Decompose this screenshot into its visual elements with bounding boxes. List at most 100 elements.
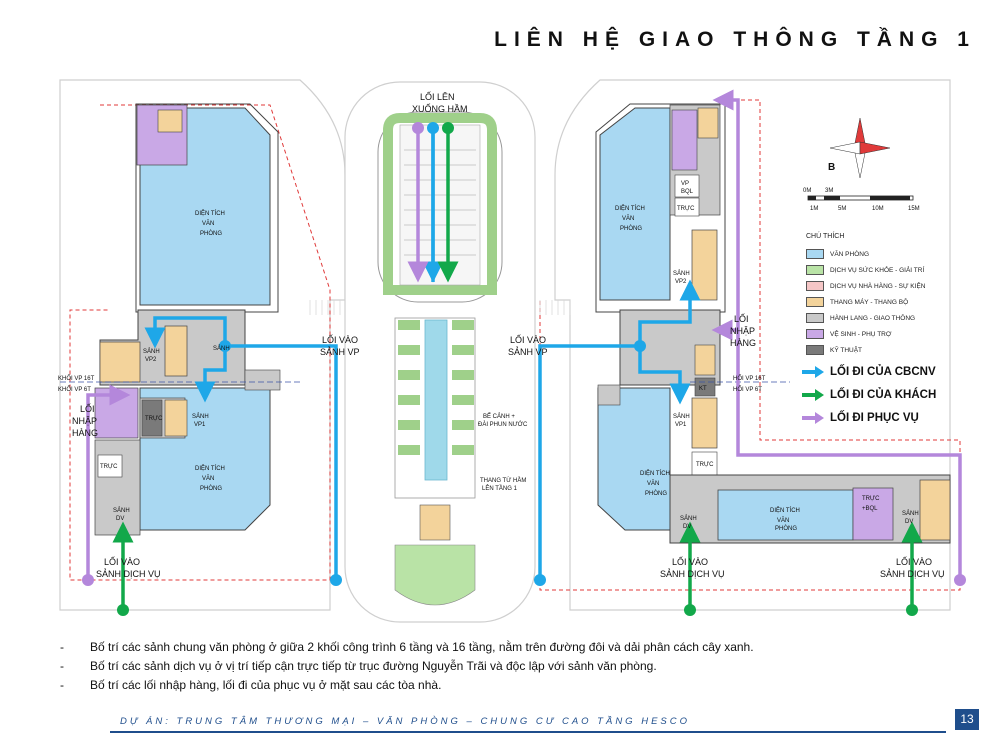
- legend-label: DỊCH VỤ SỨC KHỎE - GIẢI TRÍ: [830, 266, 925, 274]
- office-wing-2: VĂN: [777, 517, 789, 524]
- sanh-dv-mid-1: LỐI VÀO: [672, 556, 708, 567]
- khoi-vp-left-1: KHỐI VP 16T: [58, 375, 95, 382]
- sanh-dv-left-room-2: DV: [116, 516, 124, 522]
- ramp-deck: [399, 124, 481, 286]
- scale-top-0: 0M: [803, 188, 811, 194]
- right-office-top: [599, 107, 671, 301]
- flow-legend-item: LỐI ĐI CỦA CBCNV: [802, 366, 936, 378]
- be-canh-2: ĐÀI PHUN NƯỚC: [478, 421, 528, 428]
- flow-legend-label: LỐI ĐI CỦA KHÁCH: [830, 389, 937, 401]
- nhap-hang-left-1: LỐI: [80, 403, 95, 414]
- sanh-dv-left-room-1: SẢNH: [113, 507, 130, 514]
- note-text-2: Bố trí các sảnh dịch vụ ở vị trí tiếp cậ…: [90, 659, 657, 673]
- vp-bql-2: BQL: [681, 189, 694, 195]
- notes: -Bố trí các sảnh chung văn phòng ở giữa …: [60, 638, 960, 695]
- sanh-vp2-right-1: SẢNH: [673, 270, 690, 277]
- scale-top-1: 3M: [825, 188, 833, 194]
- flow-legend-label: LỐI ĐI CỦA CBCNV: [830, 366, 936, 378]
- flow-legend-label: LỐI ĐI PHỤC VỤ: [830, 412, 919, 424]
- sanh-vp-left-2: SẢNH VP: [320, 346, 360, 357]
- flow-origin-dots: [82, 122, 966, 616]
- sanh-vp1-left-2: VP1: [194, 422, 206, 428]
- right-building: [595, 103, 951, 544]
- sanh-dv-mid-2: SẢNH DỊCH VỤ: [660, 568, 725, 579]
- legend-swatch: [806, 329, 824, 339]
- khoi-vp-right-2: HỐI VP 6T: [733, 386, 762, 393]
- thang-tu-ham-1: THANG TỪ HẦM: [480, 477, 526, 484]
- office-wing-1: DIỆN TÍCH: [770, 506, 800, 514]
- office-bl-3: PHÒNG: [200, 485, 222, 492]
- sanh-dv-left-1: LỐI VÀO: [104, 556, 140, 567]
- nhap-hang-right-3: HÀNG: [730, 338, 756, 348]
- plan-labels: LỐI LÊN XUỐNG HẦM LỐI VÀO SẢNH VP LỐI VÀ…: [58, 91, 945, 579]
- fountain: [424, 319, 448, 481]
- sanh-vp1-left-1: SẢNH: [192, 413, 209, 420]
- office-bl-1: DIỆN TÍCH: [195, 464, 225, 472]
- right-office-bottom: [597, 387, 671, 531]
- basement-stair: [419, 504, 451, 541]
- legend-label: KỸ THUẬT: [830, 346, 863, 354]
- ramp-label-2: XUỐNG HẦM: [412, 103, 468, 114]
- truc-bql-2: +BQL: [862, 506, 878, 512]
- office-tr-3: PHÒNG: [620, 225, 642, 232]
- right-wing-office: [717, 489, 854, 541]
- arrow-right-icon: [802, 412, 824, 424]
- vp-bql-1: VP: [681, 181, 689, 187]
- nhap-hang-right-1: LỐI: [734, 313, 749, 324]
- scale-bar: 0M 3M 1M 5M 10M 15M: [803, 188, 920, 212]
- note-item: -Bố trí các sảnh chung văn phòng ở giữa …: [60, 638, 960, 657]
- right-kt: [694, 377, 716, 397]
- nhap-hang-left-2: NHẬP: [72, 416, 97, 426]
- legend-swatch: [806, 297, 824, 307]
- flow-legend-item: LỐI ĐI PHỤC VỤ: [802, 412, 919, 424]
- right-wing-wc: [852, 487, 894, 541]
- legend-label: THANG MÁY - THANG BỘ: [830, 298, 909, 306]
- ramp-stripes: [404, 149, 476, 256]
- legend-title: CHÚ THÍCH: [806, 233, 845, 240]
- left-elevators-vp2: [164, 325, 188, 377]
- legend-swatch: [806, 249, 824, 259]
- floor-plan: B 0M 3M 1M 5M 10M 15M LỐI LÊN XUỐNG HẦM …: [58, 79, 966, 623]
- compass-label: B: [828, 162, 835, 173]
- nhap-hang-left-3: HÀNG: [72, 428, 98, 438]
- sanh-vp1-right-2: VP1: [675, 422, 687, 428]
- sanh-vp-right-2: SẢNH VP: [508, 346, 548, 357]
- footer-divider: [110, 731, 946, 733]
- page-title: LIÊN HỆ GIAO THÔNG TẦNG 1: [494, 28, 976, 51]
- property-line-right: [539, 99, 961, 591]
- note-item: -Bố trí các sảnh dịch vụ ở vị trí tiếp c…: [60, 657, 960, 676]
- legend-item: KỸ THUẬT: [806, 345, 862, 355]
- arrow-right-icon: [802, 366, 824, 378]
- legend-label: VĂN PHÒNG: [830, 250, 870, 258]
- legend-label: HÀNH LANG - GIAO THÔNG: [830, 314, 916, 322]
- project-footer: DỰ ÁN: TRUNG TÂM THƯƠNG MẠI – VĂN PHÒNG …: [120, 716, 690, 727]
- office-tl-3: PHÒNG: [200, 230, 222, 237]
- scale-bottom-0: 1M: [810, 206, 818, 212]
- kt-label: KT: [699, 386, 707, 392]
- office-wing-3: PHÒNG: [775, 525, 797, 532]
- parking-hatching: [309, 300, 571, 315]
- sanh-vp2-left-2: VP2: [145, 357, 157, 363]
- sanh-chung-left-1: SẢNH: [213, 345, 230, 352]
- ramp-label-1: LỐI LÊN: [420, 91, 455, 102]
- office-tr-2: VĂN: [622, 215, 634, 222]
- flow-cbcnv: [144, 128, 701, 580]
- legend-swatch: [806, 313, 824, 323]
- sanh-dv-right-1: LỐI VÀO: [896, 556, 932, 567]
- legend-label: VỆ SINH - PHỤ TRỢ: [830, 330, 892, 338]
- note-text-3: Bố trí các lối nhập hàng, lối đi của phụ…: [90, 678, 442, 692]
- legend-item: DỊCH VỤ NHÀ HÀNG - SỰ KIỆN: [806, 281, 925, 291]
- sanh-vp-left-1: LỐI VÀO: [322, 334, 358, 345]
- left-service-block: [99, 341, 141, 383]
- note-item: -Bố trí các lối nhập hàng, lối đi của ph…: [60, 676, 960, 695]
- legend-swatch: [806, 281, 824, 291]
- scale-bottom-1: 5M: [838, 206, 846, 212]
- median-hedges: [398, 320, 474, 455]
- flow-phuc-vu: [86, 89, 962, 580]
- arrow-right-icon: [802, 389, 824, 401]
- khoi-vp-left-2: KHỐI VP 6T: [58, 386, 91, 393]
- office-br-2: VĂN: [647, 480, 659, 487]
- sanh-vp-right-1: LỐI VÀO: [510, 334, 546, 345]
- legend-item: THANG MÁY - THANG BỘ: [806, 297, 908, 307]
- sanh-vp2-right-2: VP2: [675, 279, 687, 285]
